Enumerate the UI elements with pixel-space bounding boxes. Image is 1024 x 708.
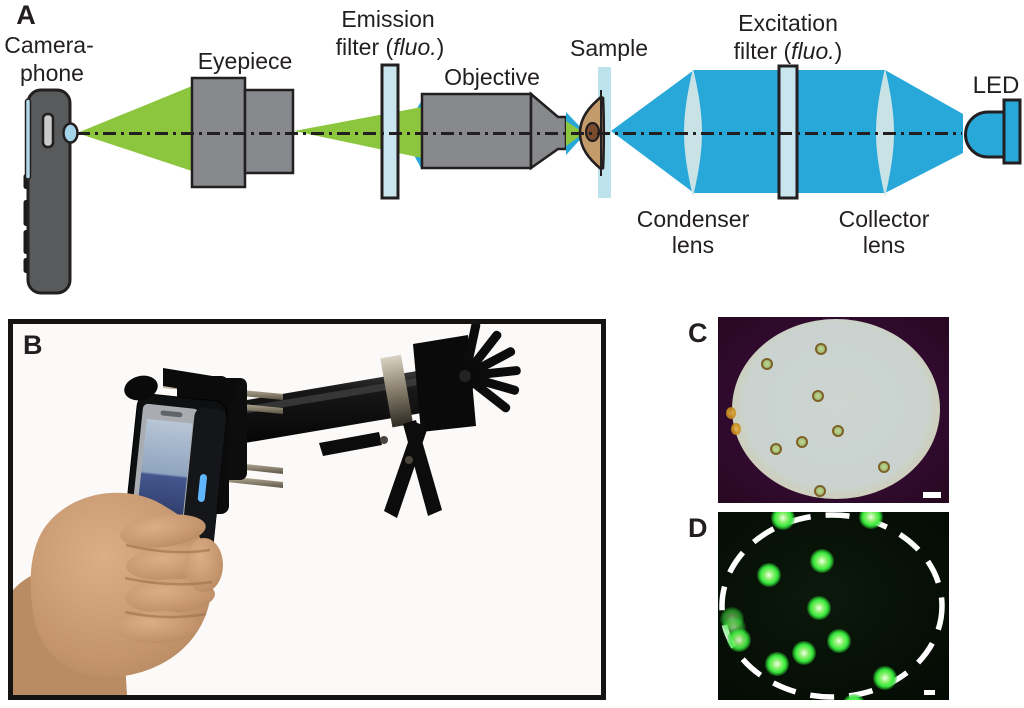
tripod-clamp-legs	[319, 420, 442, 518]
fluorescent-cell	[842, 694, 866, 700]
label-camera-phone-1: Camera-	[4, 32, 93, 58]
label-condenser-2: lens	[672, 232, 714, 258]
panel-a-label: A	[16, 0, 36, 30]
yeast-cell	[812, 390, 824, 402]
label-camera-phone-2: phone	[20, 60, 84, 86]
excitation-cone-condenser	[611, 70, 694, 193]
label-emission-2: filter (fluo.)	[336, 34, 445, 60]
edge-debris	[731, 423, 741, 435]
phone-camera-lens	[62, 122, 79, 144]
panel-c-image	[718, 317, 949, 503]
fluorescent-cell	[873, 666, 897, 690]
label-led: LED	[973, 72, 1020, 99]
objective	[420, 91, 568, 171]
excitation-cone-led	[885, 70, 963, 193]
phone-camera-slit	[41, 112, 55, 149]
scale-bar	[923, 492, 941, 498]
fluorescent-cell	[807, 596, 831, 620]
label-collector-1: Collector	[839, 206, 930, 232]
label-emission-1: Emission	[341, 6, 434, 32]
fluorescent-cell	[757, 563, 781, 587]
field-of-view	[732, 319, 940, 499]
tube-end-bracket	[413, 335, 476, 432]
emission-beam-to-phone	[77, 86, 192, 171]
panel-d-label: D	[688, 513, 708, 543]
panel-b-illustration	[13, 324, 601, 695]
emission-filter	[380, 63, 400, 200]
label-excitation-2: filter (fluo.)	[734, 38, 843, 64]
camera-phone	[23, 88, 79, 295]
panel-b-photo: B	[8, 319, 606, 700]
yeast-cell	[814, 485, 826, 497]
label-excitation-1: Excitation	[738, 10, 838, 36]
yeast-cell	[770, 443, 782, 455]
hand	[13, 492, 223, 695]
fluorescent-cell	[771, 512, 795, 530]
fluorescent-cell	[859, 512, 883, 529]
eyepiece-cup	[124, 375, 158, 401]
edge-debris	[726, 407, 736, 419]
panel-c-label: C	[688, 318, 708, 348]
yeast-cell	[815, 343, 827, 355]
scale-bar	[924, 690, 935, 695]
yeast-cell	[878, 461, 890, 473]
fluorescent-cell	[792, 641, 816, 665]
panel-b-label: B	[23, 330, 43, 360]
label-condenser-1: Condenser	[637, 206, 750, 232]
label-eyepiece: Eyepiece	[198, 48, 293, 74]
label-collector-2: lens	[863, 232, 905, 258]
fluorescent-cell	[827, 629, 851, 653]
led	[964, 98, 1022, 165]
fluorescent-cell	[810, 549, 834, 573]
yeast-cell	[761, 358, 773, 370]
led-heatsink	[450, 324, 521, 413]
panel-a-optical-diagram: A Camera- phone Eyepiece Emission filter…	[4, 0, 1022, 295]
phone-screen-edge	[24, 98, 32, 180]
label-objective: Objective	[444, 64, 540, 90]
phone-body	[26, 88, 72, 295]
microscope-tube	[235, 335, 476, 444]
fluorescent-cell	[727, 628, 751, 652]
fluorescent-cell	[765, 652, 789, 676]
tube-metal-ring	[380, 354, 414, 428]
label-sample: Sample	[570, 35, 648, 61]
phone-side-light	[197, 474, 207, 502]
fov-dashed-circle	[719, 512, 945, 700]
panel-d-image	[718, 512, 949, 700]
yeast-cell	[832, 425, 844, 437]
yeast-cell	[796, 436, 808, 448]
